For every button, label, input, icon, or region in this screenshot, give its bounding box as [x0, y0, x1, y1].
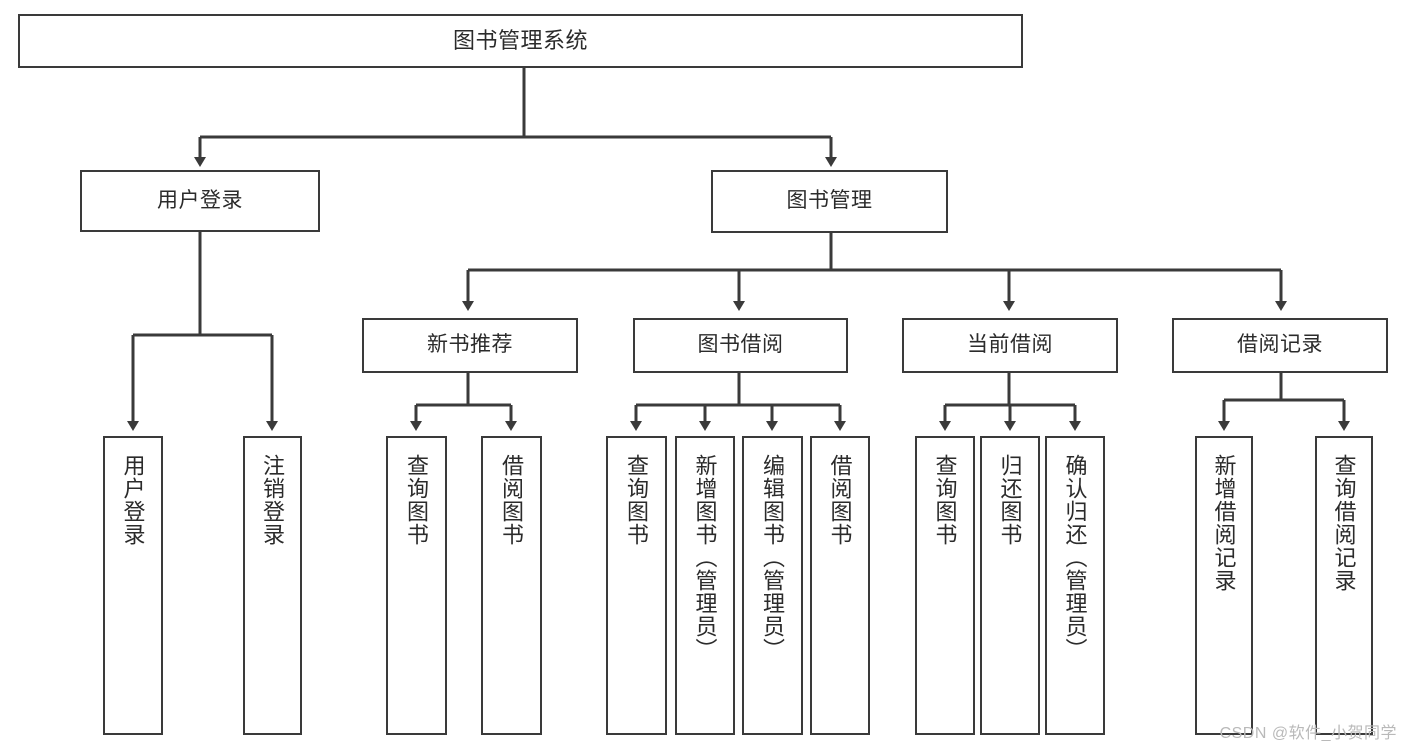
- node-borrow-record-label: 借阅记录: [1237, 333, 1323, 357]
- node-current-borrow[interactable]: 当前借阅: [902, 318, 1118, 373]
- node-user-login[interactable]: 用户登录: [80, 170, 320, 232]
- node-leaf-query-book-3-label: 查询图书: [932, 454, 958, 546]
- node-leaf-user-login-label: 用户登录: [120, 454, 146, 546]
- node-leaf-add-book-label: 新增图书（管理员）: [692, 454, 718, 661]
- node-leaf-user-logout[interactable]: 注销登录: [243, 436, 302, 735]
- node-leaf-edit-book[interactable]: 编辑图书（管理员）: [742, 436, 803, 735]
- node-leaf-query-record-label: 查询借阅记录: [1331, 454, 1357, 592]
- node-borrow-record[interactable]: 借阅记录: [1172, 318, 1388, 373]
- watermark: CSDN @软件_小贺同学: [1219, 725, 1397, 742]
- node-leaf-borrow-book-2[interactable]: 借阅图书: [810, 436, 870, 735]
- node-leaf-add-book[interactable]: 新增图书（管理员）: [675, 436, 735, 735]
- node-book-borrow[interactable]: 图书借阅: [633, 318, 848, 373]
- node-new-book-recommend[interactable]: 新书推荐: [362, 318, 578, 373]
- node-root-label: 图书管理系统: [452, 28, 588, 54]
- node-leaf-user-login[interactable]: 用户登录: [103, 436, 163, 735]
- node-leaf-query-record[interactable]: 查询借阅记录: [1315, 436, 1373, 735]
- node-leaf-add-record[interactable]: 新增借阅记录: [1195, 436, 1253, 735]
- node-leaf-query-book-1[interactable]: 查询图书: [386, 436, 447, 735]
- node-leaf-query-book-3[interactable]: 查询图书: [915, 436, 975, 735]
- node-current-borrow-label: 当前借阅: [967, 333, 1053, 357]
- node-leaf-confirm-return[interactable]: 确认归还（管理员）: [1045, 436, 1105, 735]
- node-leaf-query-book-1-label: 查询图书: [404, 454, 430, 546]
- node-leaf-query-book-2-label: 查询图书: [624, 454, 650, 546]
- node-leaf-borrow-book-2-label: 借阅图书: [827, 454, 853, 546]
- node-leaf-edit-book-label: 编辑图书（管理员）: [760, 454, 786, 661]
- node-leaf-borrow-book-1-label: 借阅图书: [499, 454, 525, 546]
- node-user-login-label: 用户登录: [157, 188, 243, 212]
- node-book-borrow-label: 图书借阅: [697, 333, 784, 357]
- node-leaf-return-book-label: 归还图书: [997, 454, 1023, 546]
- node-root[interactable]: 图书管理系统: [18, 14, 1023, 68]
- node-leaf-confirm-return-label: 确认归还（管理员）: [1062, 454, 1088, 661]
- node-leaf-add-record-label: 新增借阅记录: [1211, 454, 1237, 592]
- node-book-manage-label: 图书管理: [786, 189, 873, 213]
- node-leaf-user-logout-label: 注销登录: [260, 454, 286, 546]
- node-leaf-return-book[interactable]: 归还图书: [980, 436, 1040, 735]
- node-leaf-borrow-book-1[interactable]: 借阅图书: [481, 436, 542, 735]
- node-leaf-query-book-2[interactable]: 查询图书: [606, 436, 667, 735]
- node-book-manage[interactable]: 图书管理: [711, 170, 948, 233]
- node-new-book-recommend-label: 新书推荐: [427, 333, 513, 357]
